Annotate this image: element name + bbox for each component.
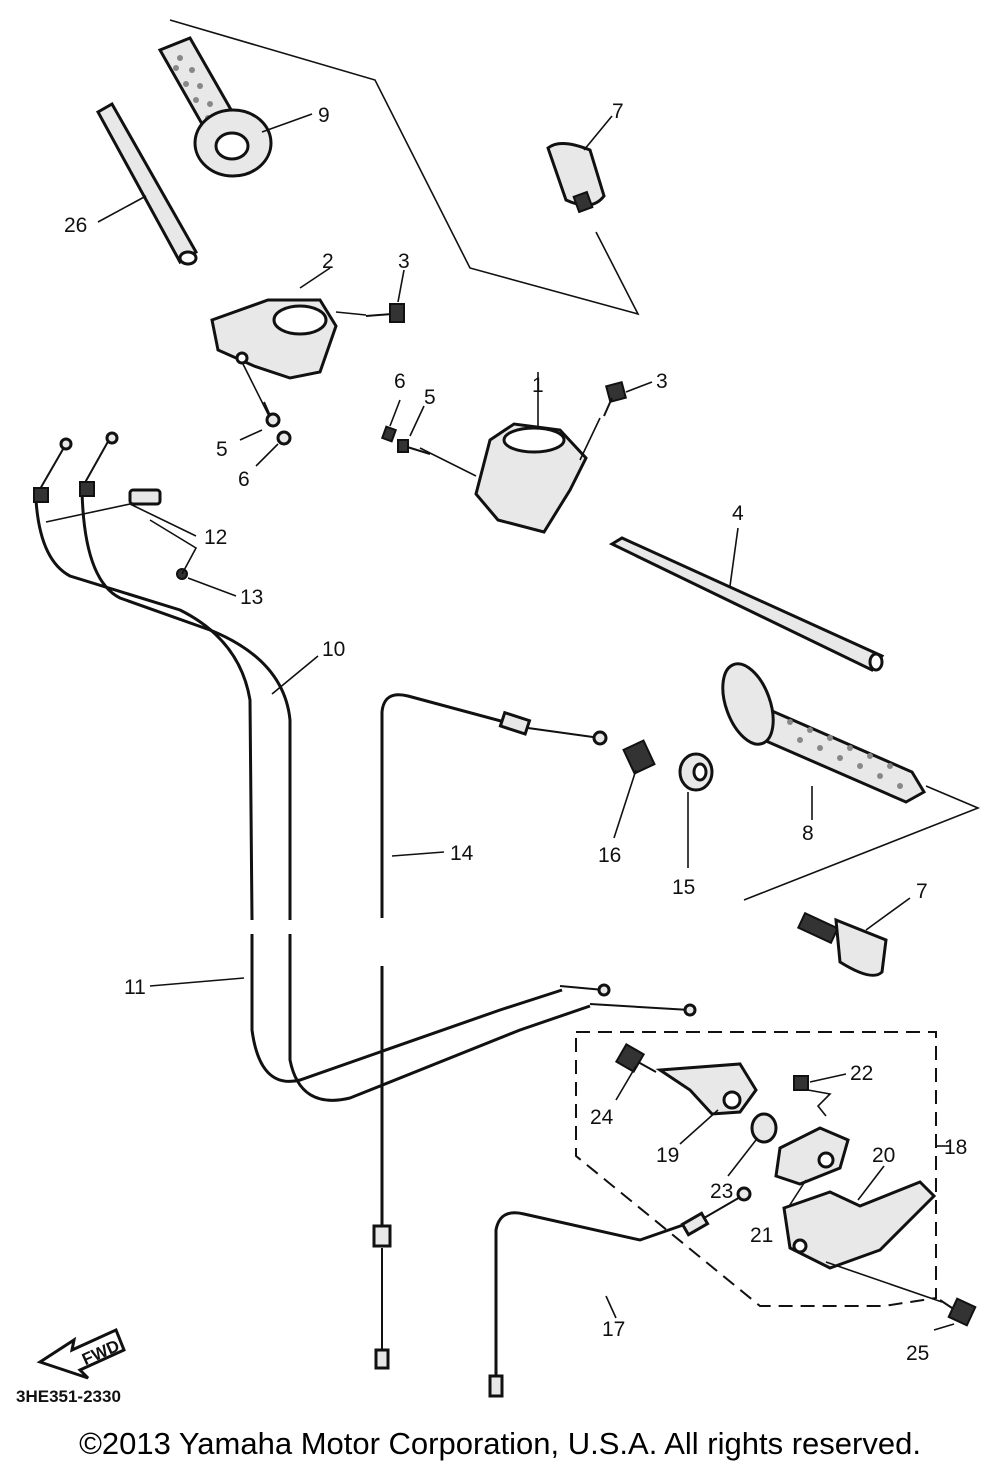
lever-perch-part-20 [782, 1180, 937, 1270]
callout-9: 9 [318, 104, 330, 127]
screw-part-3-right [603, 380, 628, 417]
callout-16: 16 [598, 844, 621, 867]
nut-part-6-center [380, 425, 398, 443]
callout-22: 22 [850, 1062, 873, 1085]
nut-part-6-left [276, 430, 292, 446]
screw-part-22 [793, 1075, 832, 1117]
copyright-notice: ©2013 Yamaha Motor Corporation, U.S.A. A… [79, 1426, 921, 1461]
callout-7-bottom: 7 [916, 880, 928, 903]
callout-5-center: 5 [424, 386, 436, 409]
callout-8: 8 [802, 822, 814, 845]
handlebar-grip-part-8 [721, 662, 927, 804]
switch-housing-part-1 [474, 422, 588, 534]
bracket-part-21 [774, 1126, 850, 1186]
handlebar-part-4 [608, 536, 885, 672]
callout-20: 20 [872, 1144, 895, 1167]
callout-11: 11 [124, 976, 146, 999]
callout-6-center: 6 [394, 370, 406, 393]
screw-part-5-left [263, 401, 281, 428]
lever-assembly-outline-part-18 [575, 1031, 937, 1307]
lever-part-19 [655, 1062, 758, 1116]
throttle-cables-part-10-11 [33, 431, 697, 1102]
locknut-part-15 [678, 752, 714, 792]
washer-part-23 [750, 1112, 778, 1144]
callout-3-right: 3 [656, 370, 668, 393]
callout-3-top: 3 [398, 250, 410, 273]
bolt-part-25 [939, 1297, 977, 1327]
adjuster-bolt-part-16 [622, 739, 656, 775]
callout-7-top: 7 [612, 100, 624, 123]
callout-4: 4 [732, 502, 744, 525]
fwd-arrow-icon: FWD [36, 1327, 126, 1380]
cable-guide-part-12 [128, 488, 162, 506]
bar-end-weight-part-7-top [546, 142, 606, 214]
callout-6-left: 6 [238, 468, 250, 491]
throttle-tube-part-26 [95, 101, 199, 266]
callout-5-left: 5 [216, 438, 228, 461]
bolt-part-24 [614, 1042, 657, 1074]
callout-23: 23 [710, 1180, 733, 1203]
callout-17: 17 [602, 1318, 625, 1341]
callout-25: 25 [906, 1342, 929, 1365]
callout-15: 15 [672, 876, 695, 899]
callout-24: 24 [590, 1106, 614, 1129]
callout-14: 14 [450, 842, 474, 865]
bar-end-weight-part-7-bottom [796, 911, 888, 977]
throttle-housing-part-2 [210, 298, 338, 380]
callout-26: 26 [64, 214, 87, 237]
screw-part-5-center [397, 439, 431, 455]
grip-group-outline [169, 19, 640, 316]
callout-18: 18 [944, 1136, 967, 1159]
callout-21: 21 [750, 1224, 773, 1247]
throttle-grip-part-9 [157, 36, 273, 178]
cable-part-17 [488, 1186, 752, 1398]
callout-13: 13 [240, 586, 263, 609]
reference-code: 3HE351-2330 [16, 1387, 121, 1406]
screw-part-3-top [365, 303, 405, 323]
callout-19: 19 [656, 1144, 679, 1167]
clutch-cable-part-14 [372, 693, 608, 1370]
callout-12: 12 [204, 526, 227, 549]
callout-2: 2 [322, 250, 334, 273]
callout-10: 10 [322, 638, 345, 661]
callout-1: 1 [532, 374, 544, 397]
